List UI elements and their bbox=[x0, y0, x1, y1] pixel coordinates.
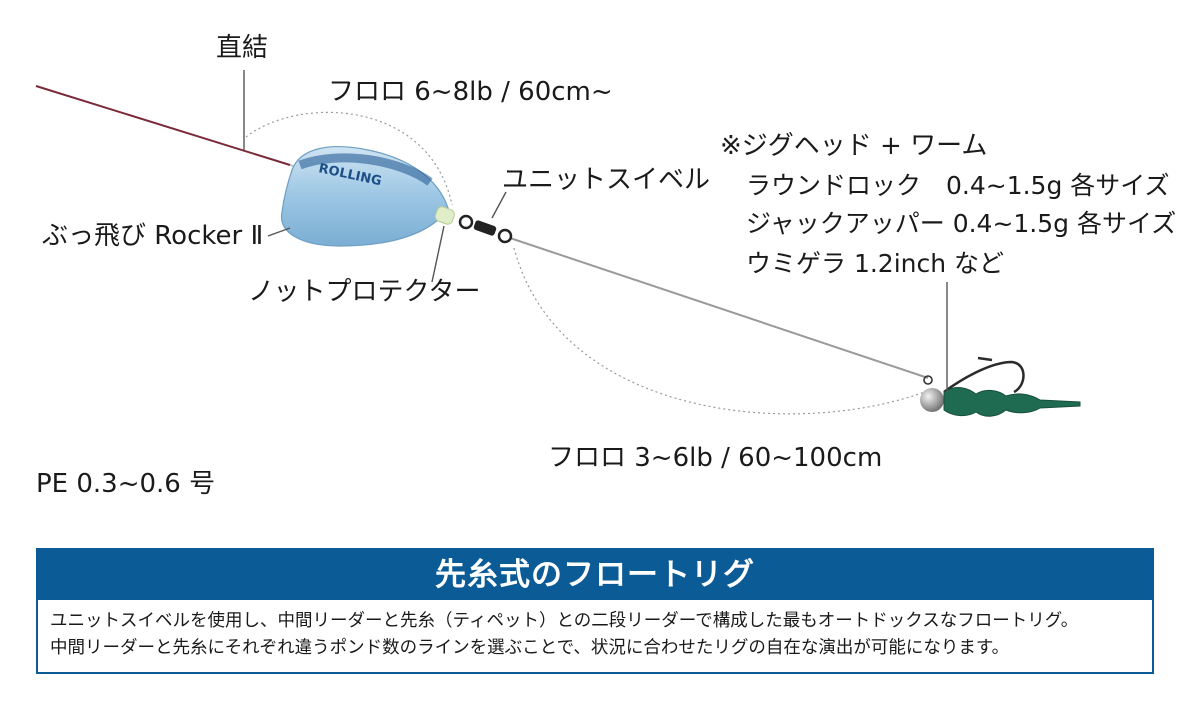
description-panel: 先糸式のフロートリグ ユニットスイベルを使用し、中間リーダーと先糸（ティペット）… bbox=[36, 548, 1154, 674]
fluoro-leader-label: フロロ 6~8lb / 60cm~ bbox=[328, 77, 613, 107]
unit-swivel-label: ユニットスイベル bbox=[502, 165, 711, 195]
float-rig-diagram: ROLLING bbox=[35, 70, 1081, 417]
jighead-worm bbox=[920, 356, 1081, 417]
tippet-length-arc bbox=[513, 247, 931, 415]
jighead-item-2: ジャックアッパー 0.4~1.5g 各サイズ bbox=[746, 209, 1177, 238]
jighead-title-label: ※ジグヘッド + ワーム bbox=[720, 131, 988, 161]
float-rocker: ROLLING bbox=[280, 146, 449, 247]
knot-protector-pointer bbox=[431, 225, 445, 283]
pe-line-label: PE 0.3~0.6 号 bbox=[36, 469, 216, 499]
panel-text-line-2: 中間リーダーと先糸にそれぞれ違うポンド数のラインを選ぶことで、状況に合わせたリグ… bbox=[50, 638, 1010, 658]
tippet-label: フロロ 3~6lb / 60~100cm bbox=[548, 443, 883, 473]
float-name-pointer bbox=[267, 227, 291, 237]
swivel-pointer bbox=[491, 191, 507, 219]
float-name-label: ぶっ飛び Rocker Ⅱ bbox=[42, 221, 264, 251]
direct-tie-label: 直結 bbox=[216, 33, 269, 63]
jighead-hook bbox=[943, 360, 1025, 394]
knot-protector-label: ノットプロテクター bbox=[248, 277, 481, 307]
worm-body bbox=[943, 387, 1081, 417]
jighead-item-1: ラウンドロック 0.4~1.5g 各サイズ bbox=[746, 171, 1170, 200]
unit-swivel bbox=[458, 214, 513, 244]
knot-protector-bead bbox=[434, 206, 455, 225]
panel-title: 先糸式のフロートリグ bbox=[38, 550, 1152, 600]
jighead-sinker bbox=[920, 388, 944, 412]
pe-main-line bbox=[35, 85, 291, 166]
jighead-item-3: ウミゲラ 1.2inch など bbox=[746, 249, 1005, 278]
tippet-line bbox=[509, 237, 929, 379]
panel-body: ユニットスイベルを使用し、中間リーダーと先糸（ティペット）との二段リーダーで構成… bbox=[38, 600, 1152, 662]
leader-length-arc bbox=[245, 111, 453, 206]
panel-text-line-1: ユニットスイベルを使用し、中間リーダーと先糸（ティペット）との二段リーダーで構成… bbox=[50, 611, 1079, 631]
